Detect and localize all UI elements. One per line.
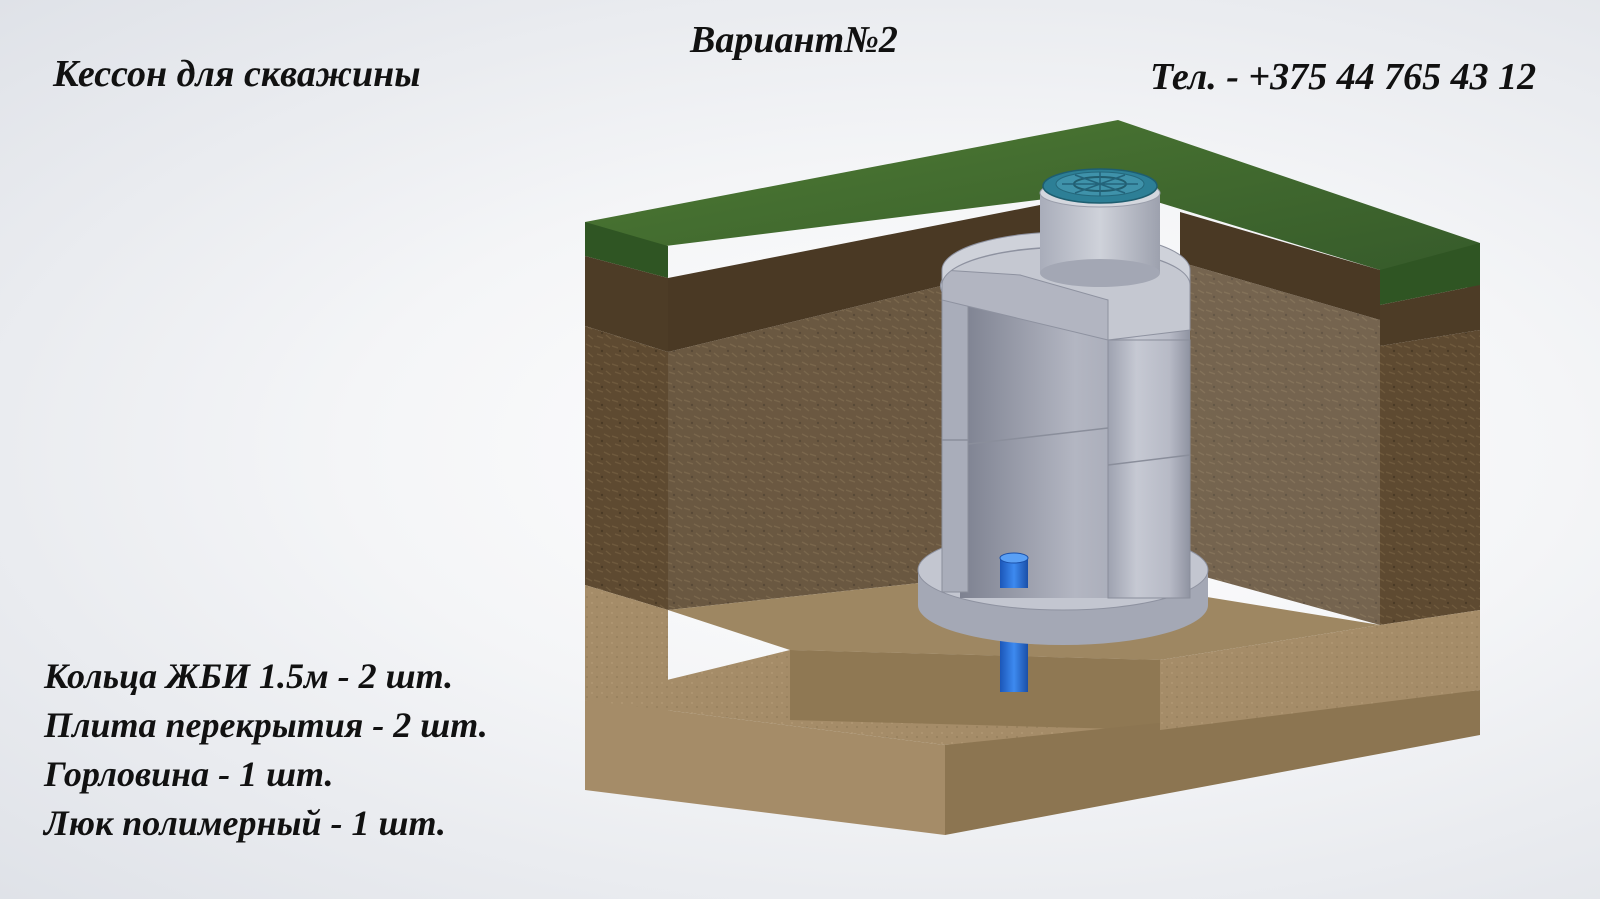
variant-label: Вариант№2	[690, 19, 898, 61]
spec-item-hatch: Люк полимерный - 1 шт.	[44, 803, 446, 843]
sand-front-right	[945, 690, 1480, 835]
soil-layer-left	[585, 326, 668, 610]
ring-cut-wall	[941, 291, 969, 593]
pipe-stub	[999, 552, 1029, 588]
phone-number: Тел. - +375 44 765 43 12	[1150, 56, 1537, 98]
spec-item-rings: Кольца ЖБИ 1.5м - 2 шт.	[44, 656, 454, 696]
topsoil-right	[1380, 285, 1480, 346]
topsoil-back-right	[1180, 212, 1380, 320]
spec-list: Кольца ЖБИ 1.5м - 2 шт. Плита перекрытия…	[44, 652, 488, 848]
polymer-hatch	[1042, 168, 1158, 204]
sand-front-low	[585, 700, 945, 835]
grass-layer	[585, 120, 1480, 290]
sand-right-face	[1160, 610, 1480, 730]
topsoil-back-left	[668, 205, 1040, 352]
concrete-rings	[941, 280, 1191, 599]
page-title: Кессон для скважины	[53, 53, 421, 95]
spec-item-neck: Горловина - 1 шт.	[44, 754, 334, 794]
grass-edge-right	[1380, 243, 1480, 305]
soil-back-right	[1180, 262, 1380, 625]
sand-step-riser	[790, 650, 1160, 730]
topsoil-layer	[585, 256, 668, 352]
soil-layer-right	[1380, 330, 1480, 625]
spec-item-slab: Плита перекрытия - 2 шт.	[44, 705, 488, 745]
grass-edge-left	[585, 222, 668, 278]
